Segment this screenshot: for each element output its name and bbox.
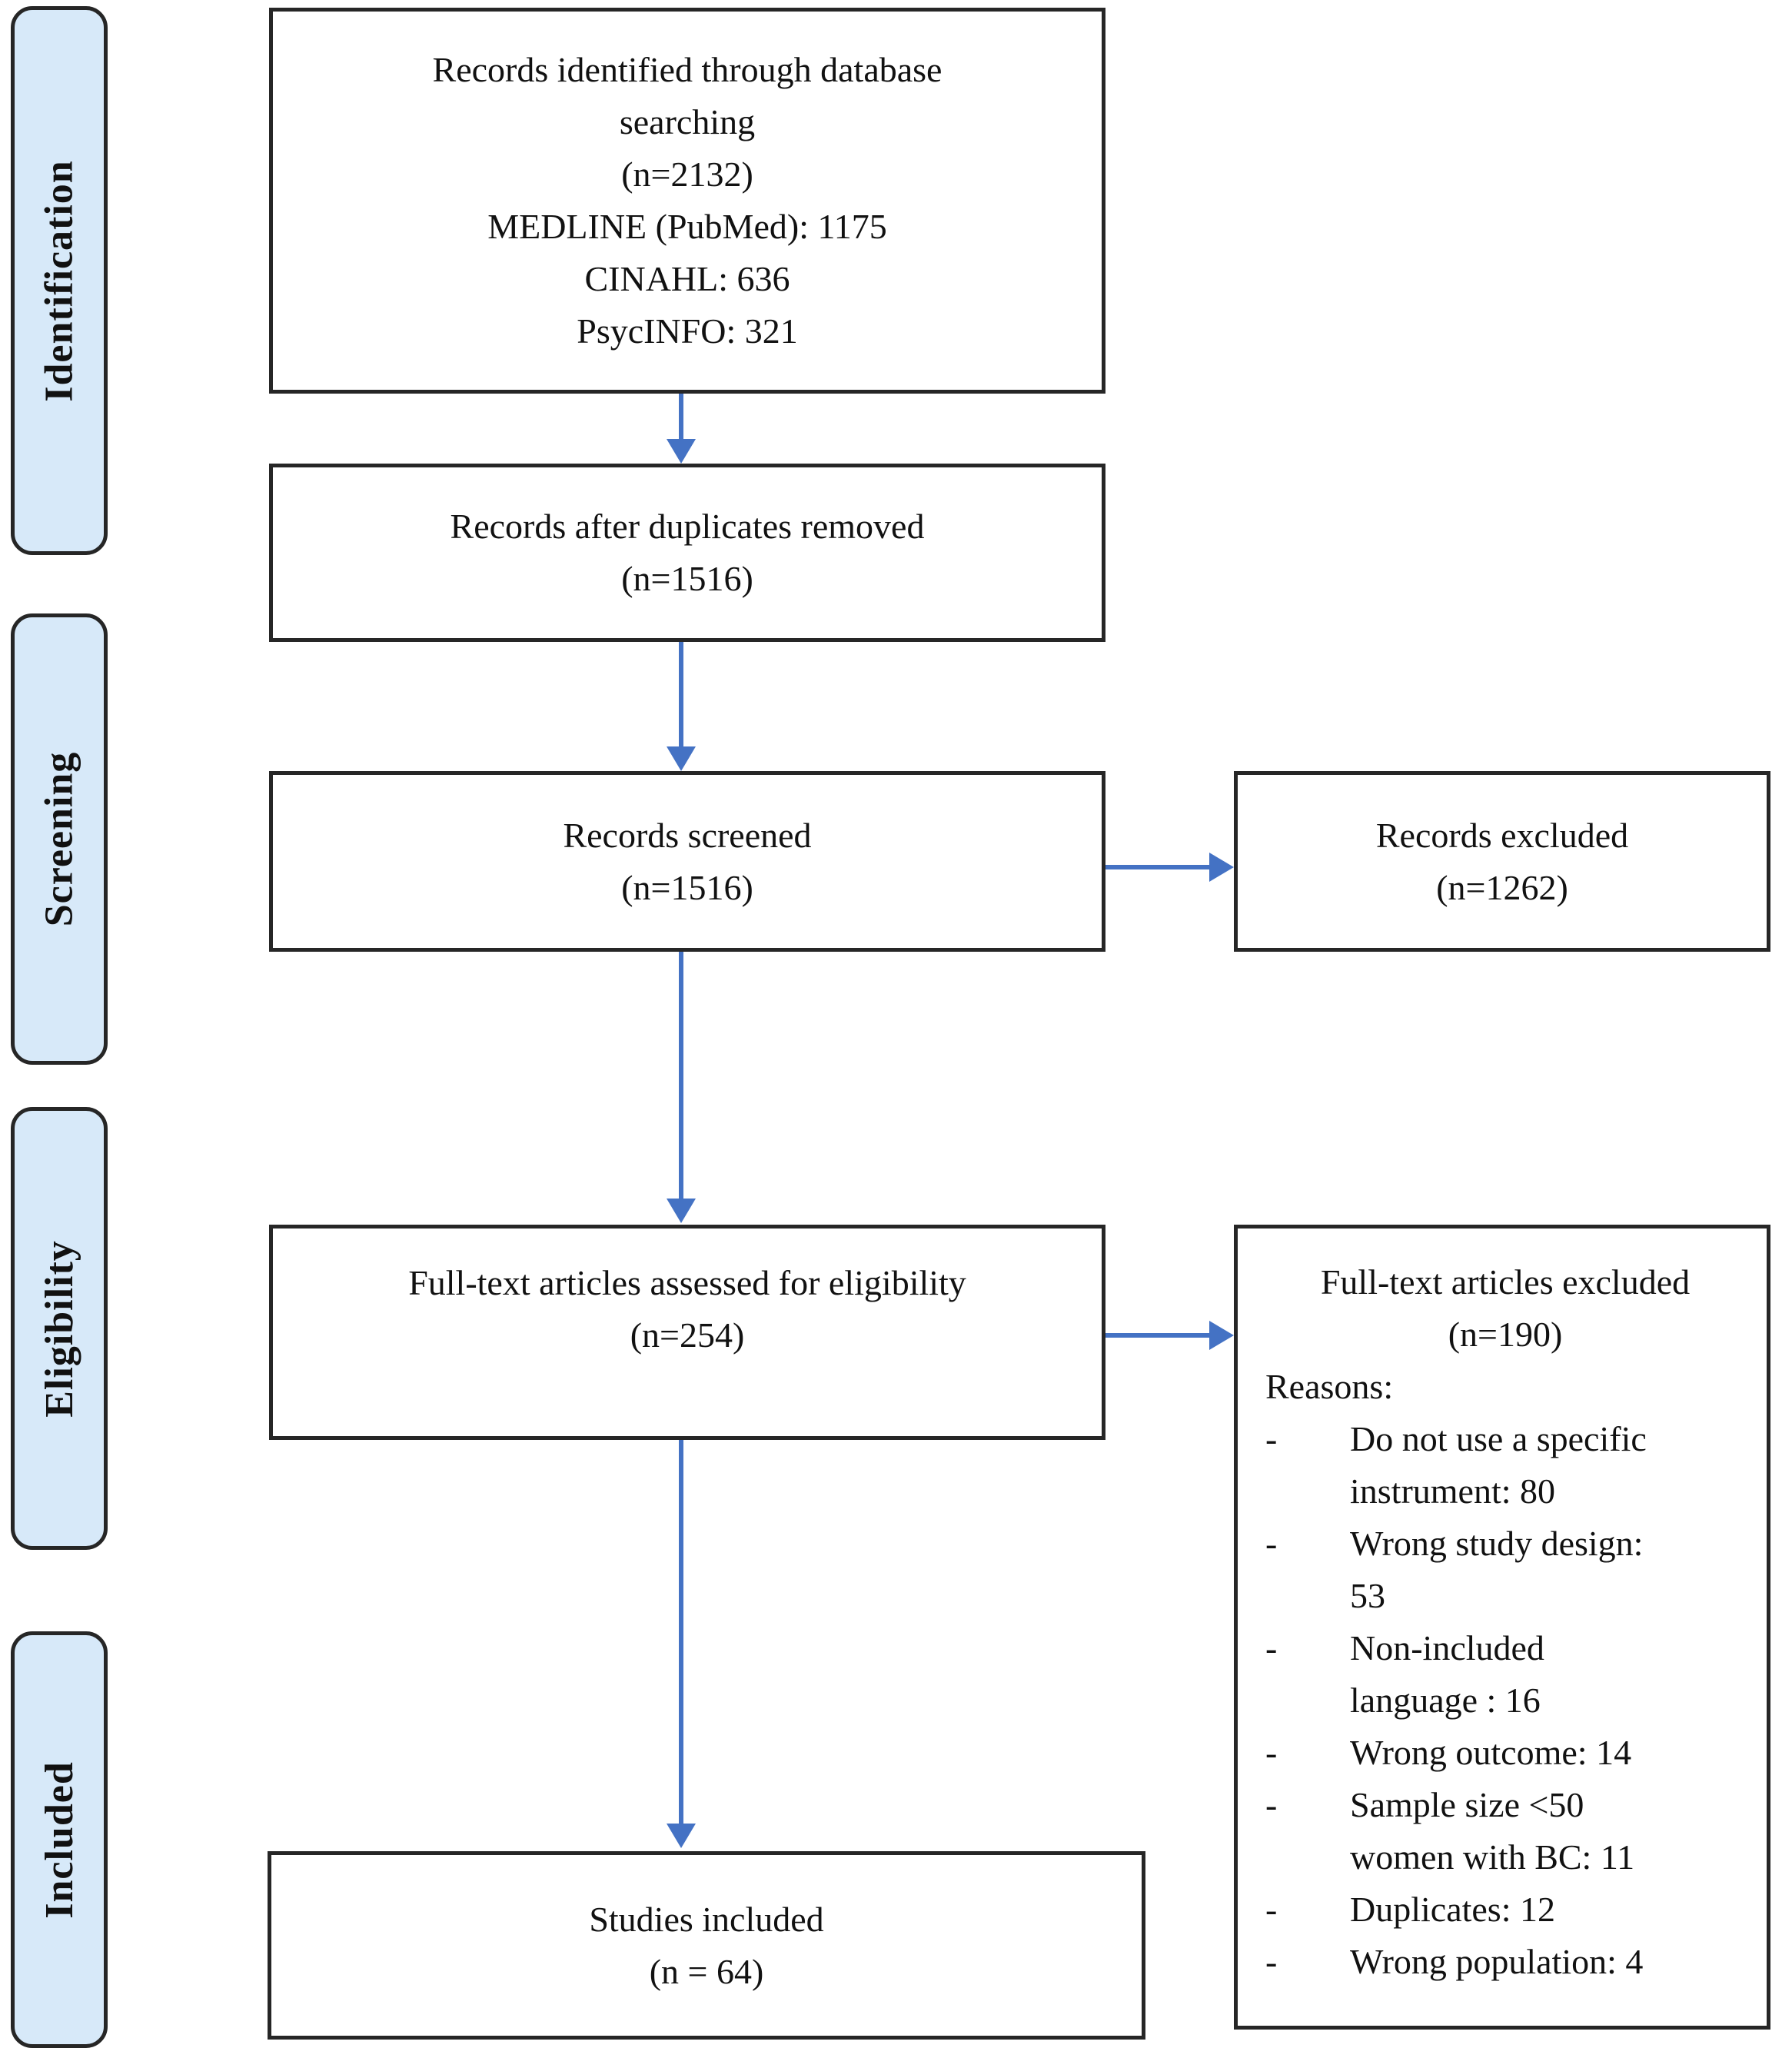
bullet-dash: - [1265,1628,1278,1667]
stage-identification: Identification [11,6,108,555]
box-records-screened: Records screened (n=1516) [269,771,1105,952]
reason-text: Non-included language : 16 [1350,1628,1544,1720]
box-line: (n=254) [630,1315,745,1355]
arrowhead-right-fulltext-to-excluded [1209,1321,1234,1350]
arrowhead-down-fulltext-to-included [667,1824,696,1848]
box-fulltext-excluded: Full-text articles excluded (n=190) Reas… [1234,1225,1770,2030]
box-line: (n=190) [1448,1315,1563,1354]
reason-item: - Duplicates: 12 [1265,1883,1745,1936]
box-line: PsycINFO: 321 [577,311,798,351]
reason-text: Wrong study design: 53 [1350,1524,1644,1615]
reason-item: - Non-included language : 16 [1265,1622,1745,1727]
box-line: Records excluded [1375,815,1629,855]
box-line: CINAHL: 636 [584,259,790,298]
reason-text: Do not use a specific instrument: 80 [1350,1419,1647,1511]
box-line: searching [619,102,756,141]
box-line: Full-text articles assessed for eligibil… [408,1263,966,1302]
box-duplicates-removed: Records after duplicates removed (n=1516… [269,464,1105,642]
reason-item: - Wrong outcome: 14 [1265,1727,1745,1779]
stage-identification-label: Identification [37,159,81,402]
arrowhead-down-screened-to-fulltext [667,1199,696,1223]
box-line: Records screened [563,815,812,855]
arrow-right-fulltext-to-excluded [1105,1333,1211,1338]
reasons-label: Reasons: [1265,1367,1394,1406]
arrow-right-screened-to-excluded [1105,865,1211,869]
box-line: Full-text articles excluded [1320,1262,1691,1302]
reason-item: - Wrong study design: 53 [1265,1518,1745,1622]
box-line: (n = 64) [649,1951,764,1991]
reason-text: Sample size <50 women with BC: 11 [1350,1785,1635,1877]
reason-text: Wrong population: 4 [1350,1942,1644,1981]
bullet-dash: - [1265,1733,1278,1772]
bullet-dash: - [1265,1785,1278,1824]
reason-item: - Do not use a specific instrument: 80 [1265,1413,1745,1518]
reason-text: Wrong outcome: 14 [1350,1733,1632,1772]
box-studies-included: Studies included (n = 64) [268,1851,1145,2040]
reason-item: - Wrong population: 4 [1265,1936,1745,1988]
stage-eligibility: Eligibility [11,1107,108,1550]
reason-item: - Sample size <50 women with BC: 11 [1265,1779,1745,1883]
box-records-excluded: Records excluded (n=1262) [1234,771,1770,952]
arrow-down-identified-to-dedup [679,394,683,441]
bullet-dash: - [1265,1419,1278,1458]
stage-screening-label: Screening [37,751,81,927]
box-line: MEDLINE (PubMed): 1175 [487,207,887,246]
arrowhead-right-screened-to-excluded [1209,853,1234,882]
box-line: Records after duplicates removed [450,507,925,546]
box-line: (n=2132) [621,155,753,194]
box-fulltext-assessed: Full-text articles assessed for eligibil… [269,1225,1105,1440]
arrowhead-down-identified-to-dedup [667,439,696,464]
stage-included: Included [11,1631,108,2048]
box-line: (n=1516) [621,559,753,598]
box-line: Records identified through database [432,50,943,89]
arrow-down-fulltext-to-included [679,1440,683,1825]
box-line: Studies included [589,1899,824,1939]
bullet-dash: - [1265,1942,1278,1981]
reason-text: Duplicates: 12 [1350,1890,1555,1929]
arrowhead-down-dedup-to-screened [667,746,696,771]
arrow-down-dedup-to-screened [679,642,683,748]
box-records-identified: Records identified through database sear… [269,8,1105,394]
stage-eligibility-label: Eligibility [37,1239,81,1418]
box-line: (n=1262) [1436,867,1568,907]
arrow-down-screened-to-fulltext [679,952,683,1200]
bullet-dash: - [1265,1890,1278,1929]
box-line: (n=1516) [621,867,753,907]
stage-included-label: Included [37,1760,81,1919]
bullet-dash: - [1265,1524,1278,1563]
stage-screening: Screening [11,613,108,1065]
